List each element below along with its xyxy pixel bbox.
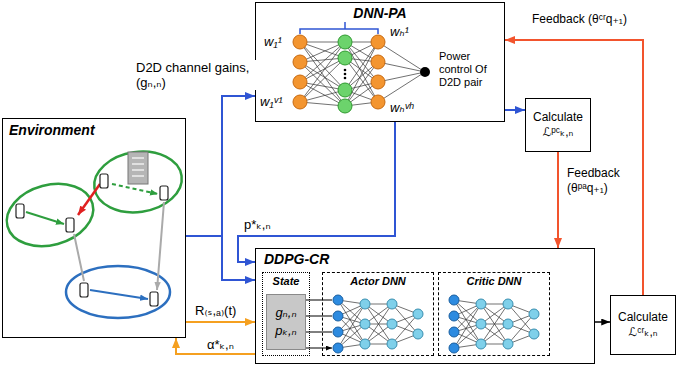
critic-network-drawing [449, 295, 539, 353]
network-weights [300, 42, 425, 106]
connector [238, 122, 395, 262]
layer-bracket [300, 22, 378, 34]
neuron [360, 299, 370, 309]
base-station-building [128, 152, 148, 184]
panel-title: Environment [9, 122, 95, 139]
hidden-layer [338, 35, 352, 113]
edge-label: α*ₖ,ₙ [205, 337, 236, 352]
neuron [333, 327, 343, 337]
edge-label: Feedback (θᵖᵃq₊₁) [565, 166, 641, 196]
block-title: DDPG-CR [264, 251, 329, 268]
neuron [338, 99, 352, 113]
phone-icon [80, 283, 88, 297]
neuron [371, 75, 385, 89]
interference-link [78, 184, 100, 215]
connector [557, 152, 559, 248]
connector [176, 338, 255, 354]
edge-label: D2D channel gains, (gₙ,ₙ) [134, 60, 258, 90]
dot [344, 69, 347, 72]
output-neuron [420, 67, 430, 77]
neuron [333, 343, 343, 353]
network-title: Critic DNN [439, 275, 549, 288]
weight-label: w₁ᵛ¹ [258, 94, 284, 109]
loss-text: Calculate ℒᵖᶜₖ,ₙ [529, 110, 587, 140]
neuron [293, 95, 307, 109]
weight-label: wₕ¹ [388, 24, 411, 39]
ellipsis-dots [344, 69, 347, 80]
neuron [293, 55, 307, 69]
phone-icon [16, 204, 24, 218]
neuron [387, 339, 397, 349]
neuron [333, 295, 343, 305]
environment-illustration [0, 146, 186, 318]
neuron [371, 95, 385, 109]
weight-label: wₕᵛʰ [388, 100, 415, 115]
state-variable: pₖ,ₙ [275, 322, 297, 340]
cluster-ellipse [90, 146, 185, 218]
state-box: State gₙ,ₙpₖ,ₙ [262, 272, 310, 356]
dot [344, 73, 347, 76]
d2d-link [90, 290, 148, 299]
block-title: DNN-PA [256, 5, 504, 22]
state-variable: gₙ,ₙ [275, 304, 296, 322]
edge-label: Feedback (θᶜʳq₊₁) [530, 12, 629, 27]
neuron [333, 311, 343, 321]
neuron [371, 55, 385, 69]
ddpg-cr-block: DDPG-CR State gₙ,ₙpₖ,ₙ Actor DNN Critic DNN [255, 248, 595, 364]
building-windows [132, 158, 144, 176]
connector [505, 40, 643, 295]
dnn-pa-block: DNN-PA Power control Of D2D pair [255, 2, 505, 122]
connector [186, 96, 255, 236]
ddpg-networks [306, 295, 539, 353]
dot [344, 77, 347, 80]
neuron [371, 35, 385, 49]
neuron [413, 329, 423, 339]
neuron [360, 339, 370, 349]
hidden-layer [360, 299, 423, 349]
neuron [293, 35, 307, 49]
edge-label: p*ₖ,ₙ [242, 217, 273, 232]
interference-link [74, 202, 164, 290]
input-layer [293, 35, 307, 109]
state-vector: gₙ,ₙpₖ,ₙ [266, 294, 306, 350]
critic-network: Critic DNN [438, 272, 550, 356]
hidden-layer [371, 35, 385, 109]
environment-panel: Environment [2, 118, 186, 338]
phone-icon [160, 186, 168, 200]
neuron [360, 319, 370, 329]
state-title: State [263, 275, 309, 288]
cluster-ellipse [0, 175, 100, 256]
edge-label: R₍ₛ,ₐ₎(t) [193, 303, 238, 318]
neuron [338, 51, 352, 65]
connector [595, 321, 610, 323]
neuron [387, 299, 397, 309]
connector [186, 236, 255, 280]
output-caption: Power control Of D2D pair [439, 50, 501, 89]
weight-label: w₁¹ [262, 34, 284, 49]
connector [186, 321, 255, 323]
phone-icon [66, 218, 74, 232]
neuron [338, 35, 352, 49]
neuron [413, 309, 423, 319]
actor-network-drawing [333, 295, 423, 353]
connector [505, 109, 525, 111]
neuron [387, 319, 397, 329]
neuron [338, 83, 352, 97]
input-layer [333, 295, 343, 353]
neuron [293, 75, 307, 89]
actor-network: Actor DNN [322, 272, 434, 356]
phone-icon [100, 174, 108, 188]
network-weights [338, 300, 418, 348]
loss-box: Calculate ℒᶜʳₖ,ₙ [610, 295, 676, 355]
loss-text: Calculate ℒᶜʳₖ,ₙ [614, 310, 672, 340]
network-title: Actor DNN [323, 275, 433, 288]
loss-box: Calculate ℒᵖᶜₖ,ₙ [525, 98, 591, 152]
cellular-link [112, 184, 158, 194]
d2d-link [26, 212, 64, 224]
phone-icon [150, 292, 158, 306]
